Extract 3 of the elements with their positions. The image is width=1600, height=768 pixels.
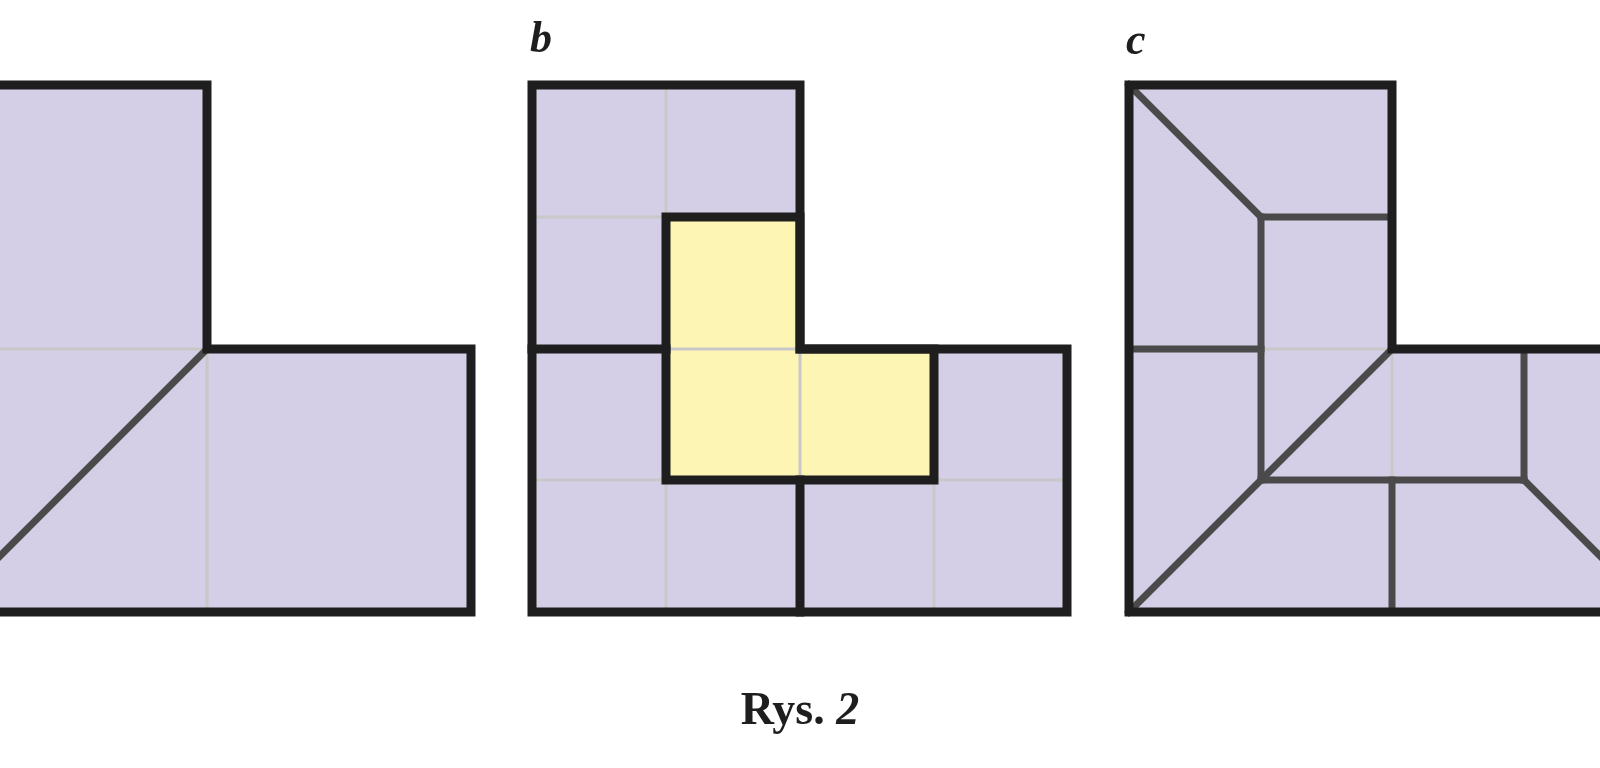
figure-caption: Rys. 2 bbox=[740, 686, 860, 732]
panel-label: c bbox=[1126, 18, 1146, 62]
panel-label: b bbox=[530, 16, 552, 60]
